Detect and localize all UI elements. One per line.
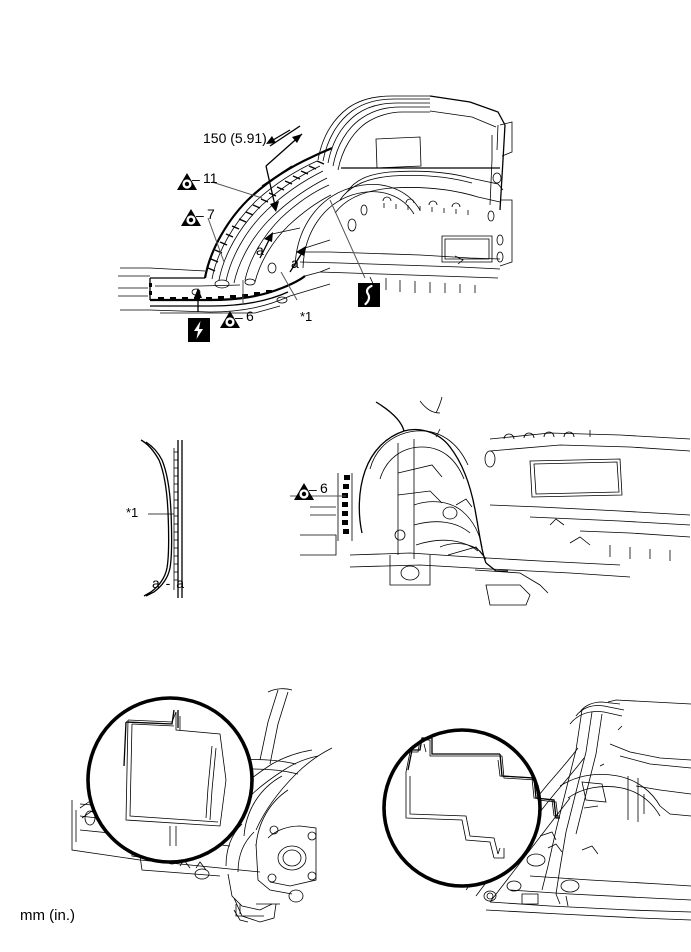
weld-count-6-text: – [235,309,243,325]
section-mark-a-lower: a [291,255,299,271]
weld-count-callout-11 [176,170,236,192]
section-a-a-drawing [140,439,183,598]
wheelhouse-weld-6-dash: – [309,481,317,497]
figure-rocker-detail [20,660,350,930]
weld-count-11-value: 11 [203,170,218,186]
section-a-a-title: a - a [152,575,186,591]
wheelhouse-weld-6-value: 6 [320,480,328,496]
weld-count-11-text: – [192,171,200,187]
weld-count-6-value: 6 [246,308,254,324]
section-mark-a-upper: a [256,242,264,258]
figure-center-pillar-detail [370,690,691,922]
figure-quarter-panel-weld-layout: 150 (5.91) – 11 – 7 [0,0,691,380]
weld-count-7-value: 7 [207,206,215,222]
figure-section-a-a: *1 a - a [100,420,280,610]
detail-circle-outline [86,696,254,864]
center-pillar-detail-drawing [382,699,691,921]
wheel-house-drawing [290,396,691,606]
spot-weld-icon [188,318,210,342]
wheelhouse-weld-count-callout-6 [293,480,353,502]
weld-count-7-text: – [196,207,204,223]
dimension-label: 150 (5.91) [203,130,267,146]
figure-wheel-house-inner: – 6 [290,395,691,610]
note-asterisk-1: *1 [300,309,313,324]
weld-count-callout-6 [219,308,279,330]
rocker-detail-drawing [71,688,333,923]
weld-count-callout-7 [180,206,240,228]
section-note-asterisk-1: *1 [126,505,139,520]
quarter-panel-drawing [118,95,513,314]
unit-label: mm (in.) [20,907,75,924]
sealer-icon [358,283,380,307]
